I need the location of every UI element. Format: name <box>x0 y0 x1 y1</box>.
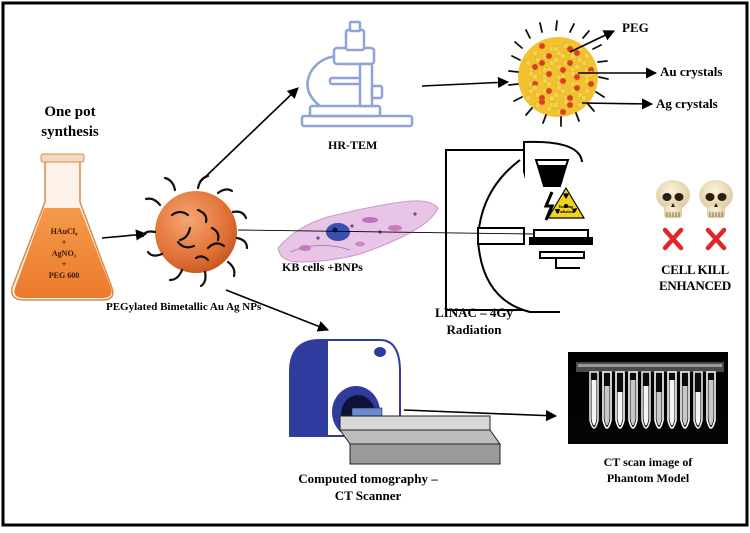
phantom-tube-fill <box>669 380 675 426</box>
arrow-flask-to-np <box>101 229 148 241</box>
microscope-label: HR-TEM <box>328 138 378 152</box>
arrow-np-to-microscope <box>199 87 299 183</box>
synthesis-line-1: One pot <box>44 104 96 120</box>
nanoparticle-icon <box>141 174 249 288</box>
result-label: CELL KILL ENHANCED <box>640 262 750 294</box>
skull-icon-2 <box>699 180 733 218</box>
peg-label: PEG <box>622 20 649 35</box>
flask-plus-1: + <box>61 238 67 247</box>
cross-icon-1 <box>662 227 684 251</box>
flask-contents: HAuCl₄ + AgNO₃ + PEG 600 <box>22 226 106 281</box>
bimetallic-particle-icon <box>508 20 609 127</box>
flask-plus-2: + <box>61 260 67 269</box>
synthesis-line-2: synthesis <box>41 124 99 140</box>
phantom-tube-fill <box>591 380 597 426</box>
ct-image-line-1: CT scan image of <box>603 455 693 469</box>
arrow-peg <box>569 30 616 53</box>
linac-machine-icon <box>445 140 593 313</box>
arrow-np-to-ct <box>225 289 330 332</box>
ct-image-line-2: Phantom Model <box>606 471 690 485</box>
phantom-tube-fill <box>617 392 623 426</box>
flask-reagent-1: HAuCl₄ <box>50 227 78 236</box>
linac-line-1: LINAC – 4Gy <box>434 305 513 320</box>
skull-icon-1 <box>656 180 690 218</box>
beam-line <box>237 229 535 235</box>
ct-scanner-line-1: Computed tomography – <box>298 471 438 486</box>
phantom-tube-fill <box>656 392 662 426</box>
radiation-sign-line-2: radiation <box>558 209 574 214</box>
ag-crystals-label: Ag crystals <box>656 96 718 111</box>
flask-reagent-3: PEG 600 <box>48 271 80 280</box>
phantom-tube-fill <box>682 386 688 426</box>
cross-icon-2 <box>705 227 727 251</box>
radiation-sign-icon <box>546 186 586 219</box>
phantom-tube-fill <box>708 380 714 426</box>
arrow-ag <box>581 98 654 110</box>
nanoparticle-label: PEGylated Bimetallic Au Ag NPs <box>106 301 262 313</box>
radiation-sign-line-1: Ionizing <box>558 204 573 209</box>
result-line-2: ENHANCED <box>659 278 731 293</box>
linac-label: LINAC – 4Gy Radiation <box>414 304 534 338</box>
ct-scanner-line-2: CT Scanner <box>334 488 402 503</box>
ct-image-label: CT scan image of Phantom Model <box>586 454 710 486</box>
synthesis-title: One pot synthesis <box>20 102 120 142</box>
ct-scanner-icon <box>289 339 501 465</box>
phantom-tube-fill <box>695 392 701 426</box>
phantom-tube-fill <box>630 380 636 426</box>
ct-scan-image <box>568 352 728 444</box>
cells-label: KB cells +BNPs <box>282 260 363 274</box>
phantom-tube-fill <box>643 386 649 426</box>
arrow-microscope-to-particle <box>421 76 510 89</box>
flask-reagent-2: AgNO₃ <box>51 249 77 258</box>
arrow-ct-to-image <box>403 409 558 422</box>
au-crystals-label: Au crystals <box>660 64 723 79</box>
arrows <box>101 30 658 422</box>
microscope-icon <box>300 20 414 128</box>
result-line-1: CELL KILL <box>661 262 729 277</box>
radiation-sign-text: Ionizing radiation <box>555 204 577 214</box>
phantom-tube-fill <box>604 386 610 426</box>
flask-icon <box>11 153 114 301</box>
linac-line-2: Radiation <box>446 322 502 337</box>
ct-scanner-label: Computed tomography – CT Scanner <box>282 470 454 504</box>
